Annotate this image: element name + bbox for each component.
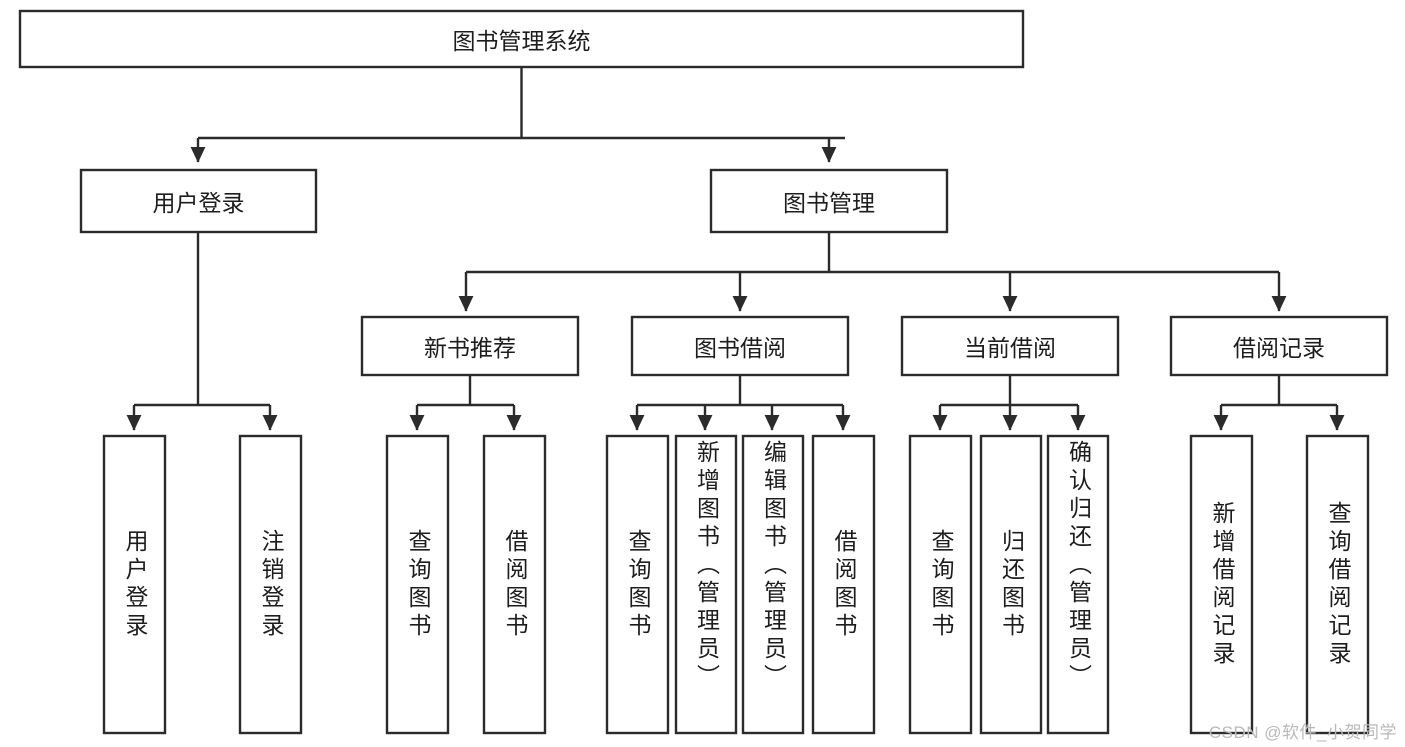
leaf-box-current-borrow-2[interactable] [1046, 434, 1110, 735]
connector-new-book-to-leaves [409, 375, 522, 431]
connector-user-login-to-leaves [126, 232, 278, 431]
leaf-box-borrow-record-1[interactable] [1305, 434, 1370, 735]
node-current-borrow[interactable] [900, 315, 1120, 377]
leaf-box-book-borrow-3[interactable] [811, 434, 876, 735]
watermark-text: CSDN @软件_小贺同学 [1208, 723, 1397, 742]
node-borrow-record[interactable] [1169, 315, 1389, 377]
leaf-box-borrow-record-0[interactable] [1189, 434, 1254, 735]
node-new-book-recommend[interactable] [360, 315, 580, 377]
connector-borrow-record-to-leaves [1213, 375, 1345, 431]
leaf-box-book-borrow-0[interactable] [605, 434, 670, 735]
leaf-box-user-login-0[interactable] [102, 434, 167, 735]
connector-book-manage-to-level3 [458, 232, 1287, 312]
connector-current-borrow-to-leaves [932, 375, 1086, 431]
node-book-manage[interactable] [709, 168, 949, 234]
node-user-login[interactable] [79, 168, 318, 234]
leaf-box-book-borrow-1[interactable] [674, 434, 738, 735]
node-book-borrow[interactable] [630, 315, 850, 377]
leaf-box-current-borrow-0[interactable] [908, 434, 973, 735]
leaf-box-user-login-1[interactable] [238, 434, 303, 735]
connector-root-to-level2 [190, 67, 845, 163]
connector-book-borrow-to-leaves [629, 375, 851, 431]
leaf-box-new-book-0[interactable] [385, 434, 450, 735]
leaf-box-book-borrow-2[interactable] [741, 434, 805, 735]
node-root[interactable] [18, 9, 1025, 69]
leaf-box-new-book-1[interactable] [482, 434, 547, 735]
leaf-box-current-borrow-1[interactable] [979, 434, 1043, 735]
